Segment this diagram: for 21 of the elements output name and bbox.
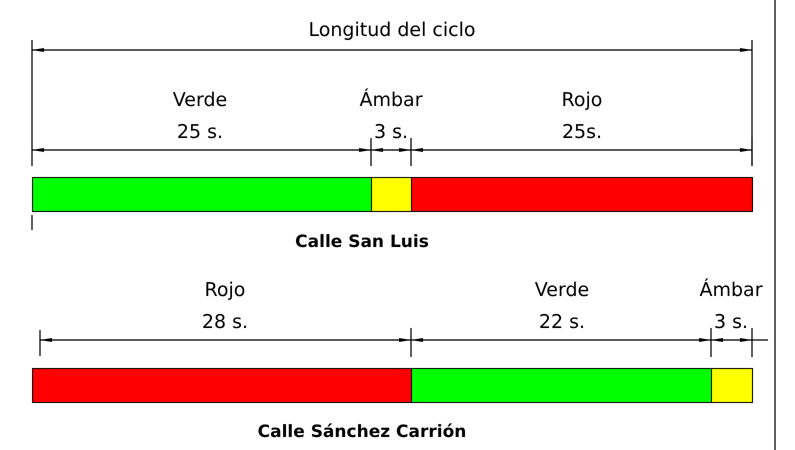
signal-phase-bar (711, 368, 753, 403)
signal-phase-bar (32, 177, 372, 212)
phase-name: Rojo (562, 88, 602, 112)
phase-name: Verde (534, 278, 590, 302)
street-name: Calle Sánchez Carrión (258, 422, 466, 442)
signal-phase-bar (411, 368, 712, 403)
street-name: Calle San Luis (295, 232, 429, 252)
duration-label: 22 s. (538, 310, 586, 334)
signal-phase-bar (371, 177, 412, 212)
duration-label: 3 s. (374, 120, 408, 144)
signal-phase-bar (411, 177, 753, 212)
duration-label: 3 s. (714, 310, 748, 334)
phase-name: Verde (172, 88, 228, 112)
signal-phase-bar (32, 368, 412, 403)
dimension-label: Longitud del ciclo (308, 18, 476, 42)
duration-label: 25 s. (176, 120, 224, 144)
duration-label: 28 s. (202, 310, 248, 334)
duration-label: 25s. (562, 120, 602, 144)
phase-name: Ámbar (699, 278, 763, 302)
phase-name: Ámbar (359, 88, 423, 112)
phase-name: Rojo (204, 278, 246, 302)
